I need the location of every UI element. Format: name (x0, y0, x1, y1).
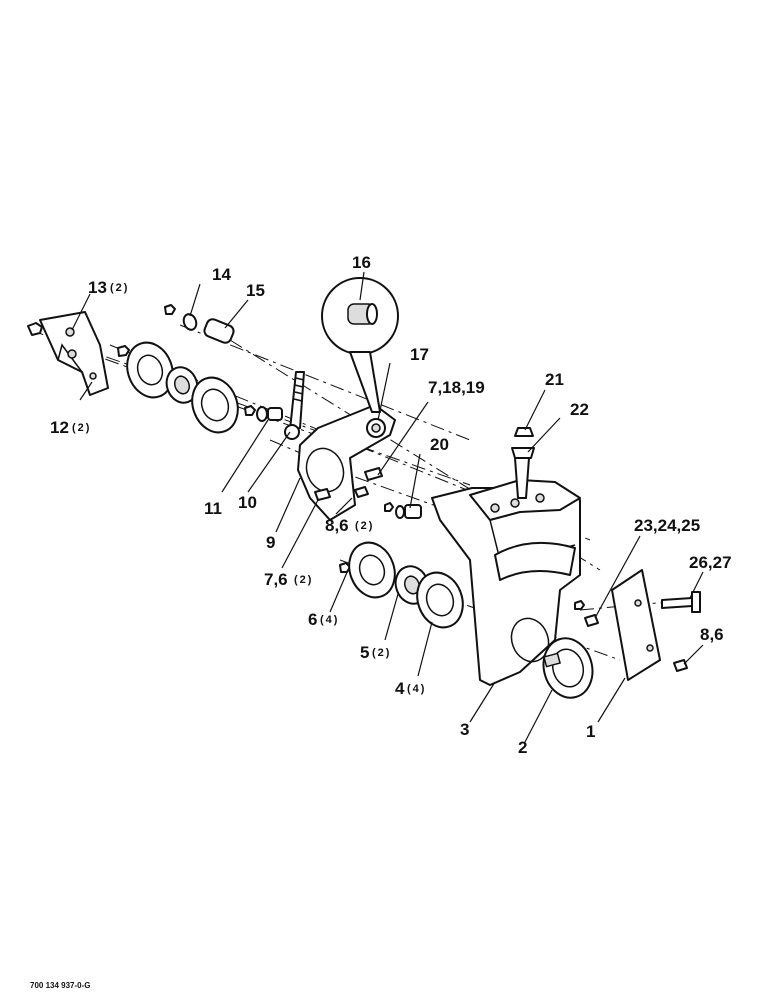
qty-part-7-6: (2) (294, 574, 313, 586)
label-part-15: 15 (246, 281, 265, 300)
lower-bearing-assembly (339, 541, 464, 629)
detail-16 (321, 277, 399, 413)
bracket-left-part-12 (27, 311, 109, 396)
leader-lines (71, 271, 704, 743)
threaded-rod (284, 371, 305, 440)
label-part-6: 6 (308, 610, 317, 629)
label-part-2: 2 (518, 738, 527, 757)
drawing-code: 700 134 937-0-G (30, 981, 91, 990)
main-frame-part-3 (431, 479, 581, 686)
label-part-14: 14 (212, 265, 231, 284)
label-part-7-18-19: 7,18,19 (428, 378, 485, 397)
part-labels: 1 2 3 4 (4) 5 (2) 6 (4) 7,6 (2) 8,6 (2) … (30, 253, 732, 990)
label-part-23-24-25: 23,24,25 (634, 516, 700, 535)
label-part-8-6-right: 8,6 (700, 625, 724, 644)
hardware-20 (384, 502, 422, 519)
hardware-10-11 (244, 405, 283, 422)
ring-part-2 (542, 637, 594, 699)
qty-part-13: (2) (110, 282, 129, 294)
bolts-right (661, 591, 701, 672)
label-part-8-6-left: 8,6 (325, 516, 349, 535)
label-part-22: 22 (570, 400, 589, 419)
label-part-11: 11 (204, 499, 222, 518)
label-part-21: 21 (545, 370, 564, 389)
label-part-12: 12 (50, 418, 69, 437)
label-part-9: 9 (266, 533, 275, 552)
qty-part-12: (2) (72, 422, 91, 434)
qty-part-5: (2) (372, 647, 391, 659)
label-part-1: 1 (586, 722, 595, 741)
qty-part-8-6: (2) (355, 520, 374, 532)
qty-part-6: (4) (320, 614, 339, 626)
label-part-7-6: 7,6 (264, 570, 288, 589)
upper-bearing-assembly (117, 341, 239, 434)
label-part-5: 5 (360, 643, 369, 662)
label-part-13: 13 (88, 278, 107, 297)
label-part-4: 4 (395, 679, 405, 698)
bolts-7-8 (314, 467, 383, 501)
label-part-10: 10 (238, 493, 257, 512)
label-part-17: 17 (410, 345, 429, 364)
label-part-16: 16 (352, 253, 371, 272)
washer-bushing-14-15 (164, 304, 235, 344)
label-part-3: 3 (460, 720, 469, 739)
qty-part-4: (4) (407, 683, 426, 695)
label-part-20: 20 (430, 435, 449, 454)
label-part-26-27: 26,27 (689, 553, 732, 572)
